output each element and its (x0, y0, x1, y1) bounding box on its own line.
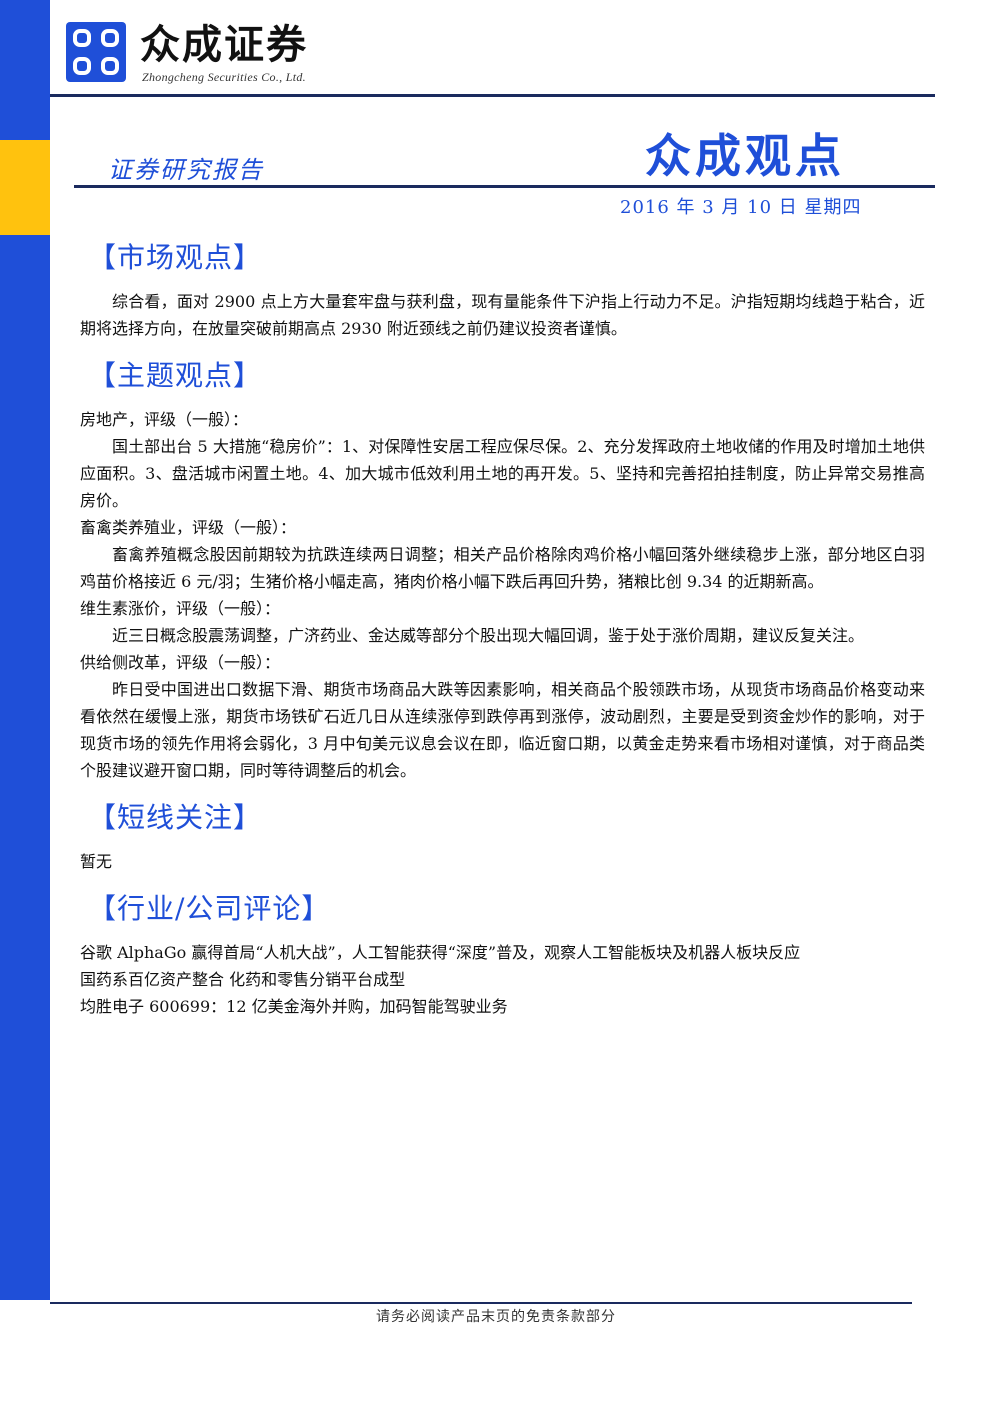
header-rule (50, 94, 935, 97)
short-term-paragraph: 暂无 (80, 852, 113, 871)
theme-body-livestock: 畜禽养殖概念股因前期较为抗跌连续两日调整；相关产品价格除肉鸡价格小幅回落外继续稳… (80, 545, 925, 591)
masthead-title: 众成观点 (645, 129, 845, 183)
footer-rule (50, 1302, 912, 1304)
theme-body-vitamins: 近三日概念股震荡调整，广济药业、金达威等部分个股出现大幅回调，鉴于处于涨价周期，… (112, 626, 865, 645)
theme-rating-livestock: 畜禽类养殖业，评级（一般）： (80, 518, 297, 537)
comment-item: 谷歌 AlphaGo 赢得首局“人机大战”，人工智能获得“深度”普及，观察人工智… (80, 943, 801, 962)
theme-rating-real-estate: 房地产，评级（一般）： (80, 410, 249, 429)
market-paragraph: 综合看，面对 2900 点上方大量套牢盘与获利盘，现有量能条件下沪指上行动力不足… (80, 292, 925, 338)
report-type: 证券研究报告 (108, 156, 264, 184)
section-title-market: 【市场观点】 (88, 241, 263, 274)
footer-disclaimer: 请务必阅读产品末页的免责条款部分 (376, 1309, 616, 1325)
logo-tile (73, 29, 91, 47)
title-rule (74, 185, 935, 188)
theme-rating-vitamins: 维生素涨价，评级（一般）： (80, 599, 281, 618)
report-date: 2016 年 3 月 10 日 星期四 (620, 197, 862, 218)
section-title-short-term: 【短线关注】 (88, 801, 263, 834)
theme-body-supply-side: 昨日受中国进出口数据下滑、期货市场商品大跌等因素影响，相关商品个股领跌市场，从现… (80, 680, 925, 780)
theme-body-real-estate: 国土部出台 5 大措施“稳房价”：1、对保障性安居工程应保尽保。2、充分发挥政府… (80, 437, 925, 510)
comment-item: 国药系百亿资产整合 化药和零售分销平台成型 (80, 970, 406, 989)
theme-rating-supply-side: 供给侧改革，评级（一般）： (80, 653, 281, 672)
logo-tile (73, 57, 91, 75)
comment-item: 均胜电子 600699：12 亿美金海外并购，加码智能驾驶业务 (80, 997, 508, 1016)
side-accent-yellow-block (0, 140, 50, 235)
section-title-theme: 【主题观点】 (88, 359, 263, 392)
company-name-english: Zhongcheng Securities Co., Ltd. (142, 70, 306, 84)
logo-tile (101, 57, 119, 75)
logo-tile (101, 29, 119, 47)
section-title-comments: 【行业/公司评论】 (88, 892, 331, 925)
logo-mark-icon (66, 22, 126, 82)
company-name: 众成证券 (140, 22, 308, 68)
report-body: 【市场观点】 综合看，面对 2900 点上方大量套牢盘与获利盘，现有量能条件下沪… (80, 238, 925, 1020)
